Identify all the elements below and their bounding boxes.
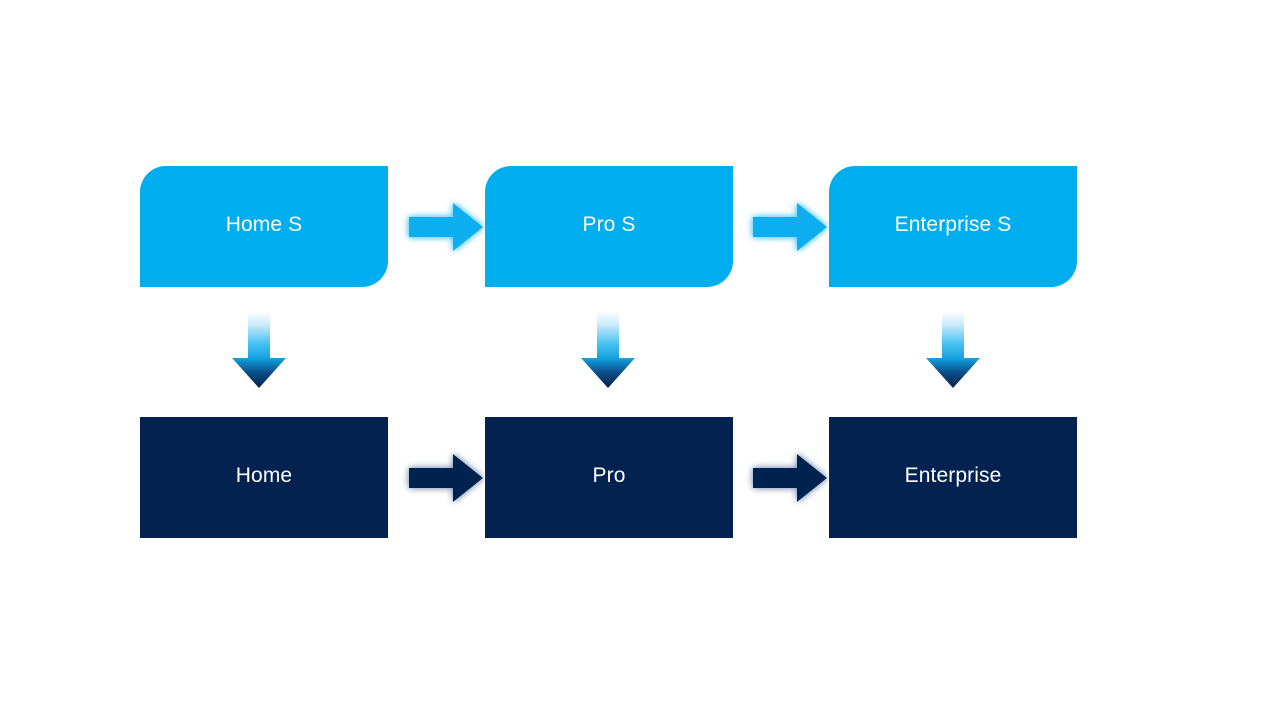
arrow-right-icon xyxy=(409,454,483,502)
node-pro-s[interactable]: Pro S xyxy=(485,166,733,287)
arrow-home-s-to-home xyxy=(232,311,286,388)
arrow-down-icon xyxy=(926,311,980,388)
arrow-pro-s-to-enterprise-s xyxy=(753,203,829,251)
arrow-home-s-to-pro-s xyxy=(409,203,485,251)
node-label-pro: Pro xyxy=(592,463,626,487)
node-enterprise-s[interactable]: Enterprise S xyxy=(829,166,1077,287)
arrow-pro-to-enterprise xyxy=(753,454,829,502)
node-home[interactable]: Home xyxy=(140,417,388,538)
node-pro[interactable]: Pro xyxy=(485,417,733,538)
arrow-pro-s-to-pro xyxy=(581,311,635,388)
arrow-right-icon xyxy=(753,454,827,502)
node-label-enterprise: Enterprise xyxy=(904,463,1002,487)
node-label-pro-s: Pro S xyxy=(582,212,636,236)
arrow-enterprise-s-to-enterprise xyxy=(926,311,980,388)
arrow-right-icon xyxy=(753,203,827,251)
node-label-home-s: Home S xyxy=(225,212,303,236)
node-label-enterprise-s: Enterprise S xyxy=(894,212,1012,236)
arrow-down-icon xyxy=(581,311,635,388)
arrow-right-icon xyxy=(409,203,483,251)
node-enterprise[interactable]: Enterprise xyxy=(829,417,1077,538)
arrow-home-to-pro xyxy=(409,454,485,502)
arrow-down-icon xyxy=(232,311,286,388)
node-label-home: Home xyxy=(235,463,293,487)
node-home-s[interactable]: Home S xyxy=(140,166,388,287)
